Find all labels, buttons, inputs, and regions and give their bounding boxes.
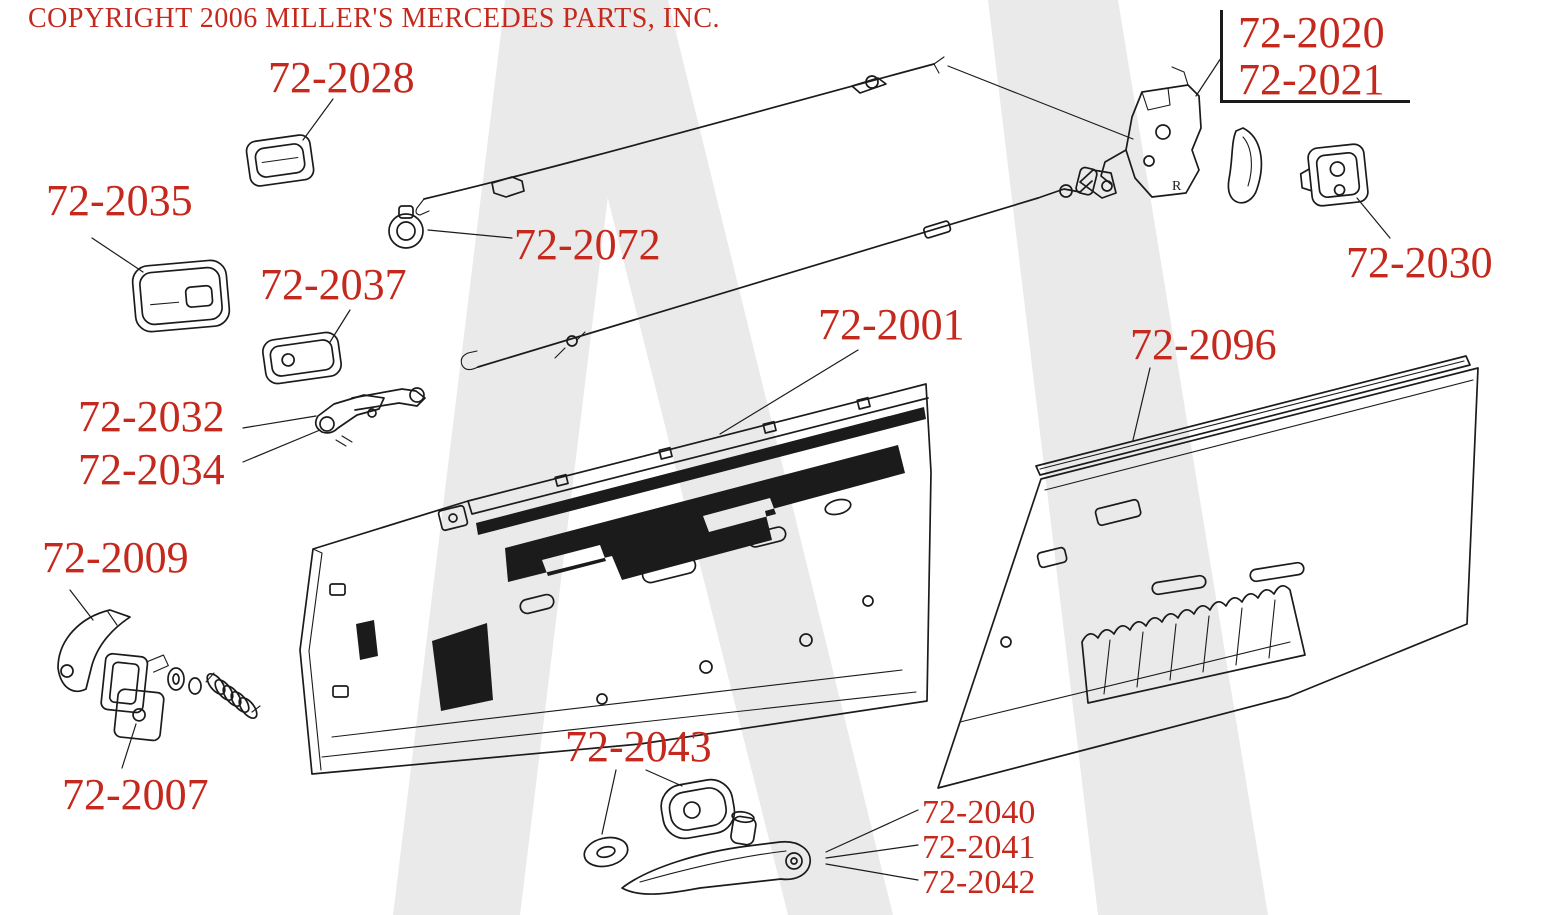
part-label-72-2032[interactable]: 72-2032 [78,392,225,441]
part-label-72-2035[interactable]: 72-2035 [46,176,193,225]
grommet-drawing [388,205,424,249]
part-label-72-2096[interactable]: 72-2096 [1130,320,1277,369]
part-label-72-2042[interactable]: 72-2042 [922,864,1036,901]
lock-r-marking: R [1172,179,1182,194]
part-label-72-2020[interactable]: 72-2020 [1238,8,1385,57]
part-label-72-2021[interactable]: 72-2021 [1238,55,1385,104]
striker-plate-drawing [1299,143,1369,207]
part-label-72-2072[interactable]: 72-2072 [514,220,661,269]
part-label-72-2041[interactable]: 72-2041 [922,829,1036,866]
watermark-logo [393,0,1268,915]
part-label-72-2009[interactable]: 72-2009 [42,533,189,582]
inner-door-shell-drawing [299,383,932,775]
trim-plate-drawing [131,259,231,333]
spring-drawing [205,672,261,720]
leader-lines [69,57,1391,881]
part-label-72-2037[interactable]: 72-2037 [260,260,407,309]
outer-door-handle-drawing [621,810,811,895]
label-bracket-line [1220,10,1223,102]
part-label-72-2007[interactable]: 72-2007 [62,770,209,819]
part-label-72-2034[interactable]: 72-2034 [78,445,225,494]
label-underline [1220,100,1410,103]
escutcheon-drawing [245,134,315,187]
lock-cover-drawing [1227,127,1263,204]
inner-handle-mechanism-drawing [314,387,426,447]
part-label-72-2040[interactable]: 72-2040 [922,794,1036,831]
check-strap-drawing [57,609,131,693]
hinge-drawing [100,652,169,742]
handle-trim-drawing [262,331,342,385]
copyright-text: COPYRIGHT 2006 MILLER'S MERCEDES PARTS, … [28,3,721,34]
handle-gasket-drawing [660,778,736,840]
lock-rods-drawing [415,56,1134,371]
part-label-72-2030[interactable]: 72-2030 [1346,238,1493,287]
handle-seal-drawing [583,836,629,868]
outer-door-panel-drawing [937,367,1479,789]
molding-strip-drawing [1035,355,1471,476]
part-label-72-2043[interactable]: 72-2043 [565,722,712,771]
part-label-72-2028[interactable]: 72-2028 [268,53,415,102]
part-label-72-2001[interactable]: 72-2001 [818,300,965,349]
washers-drawing [167,667,202,695]
